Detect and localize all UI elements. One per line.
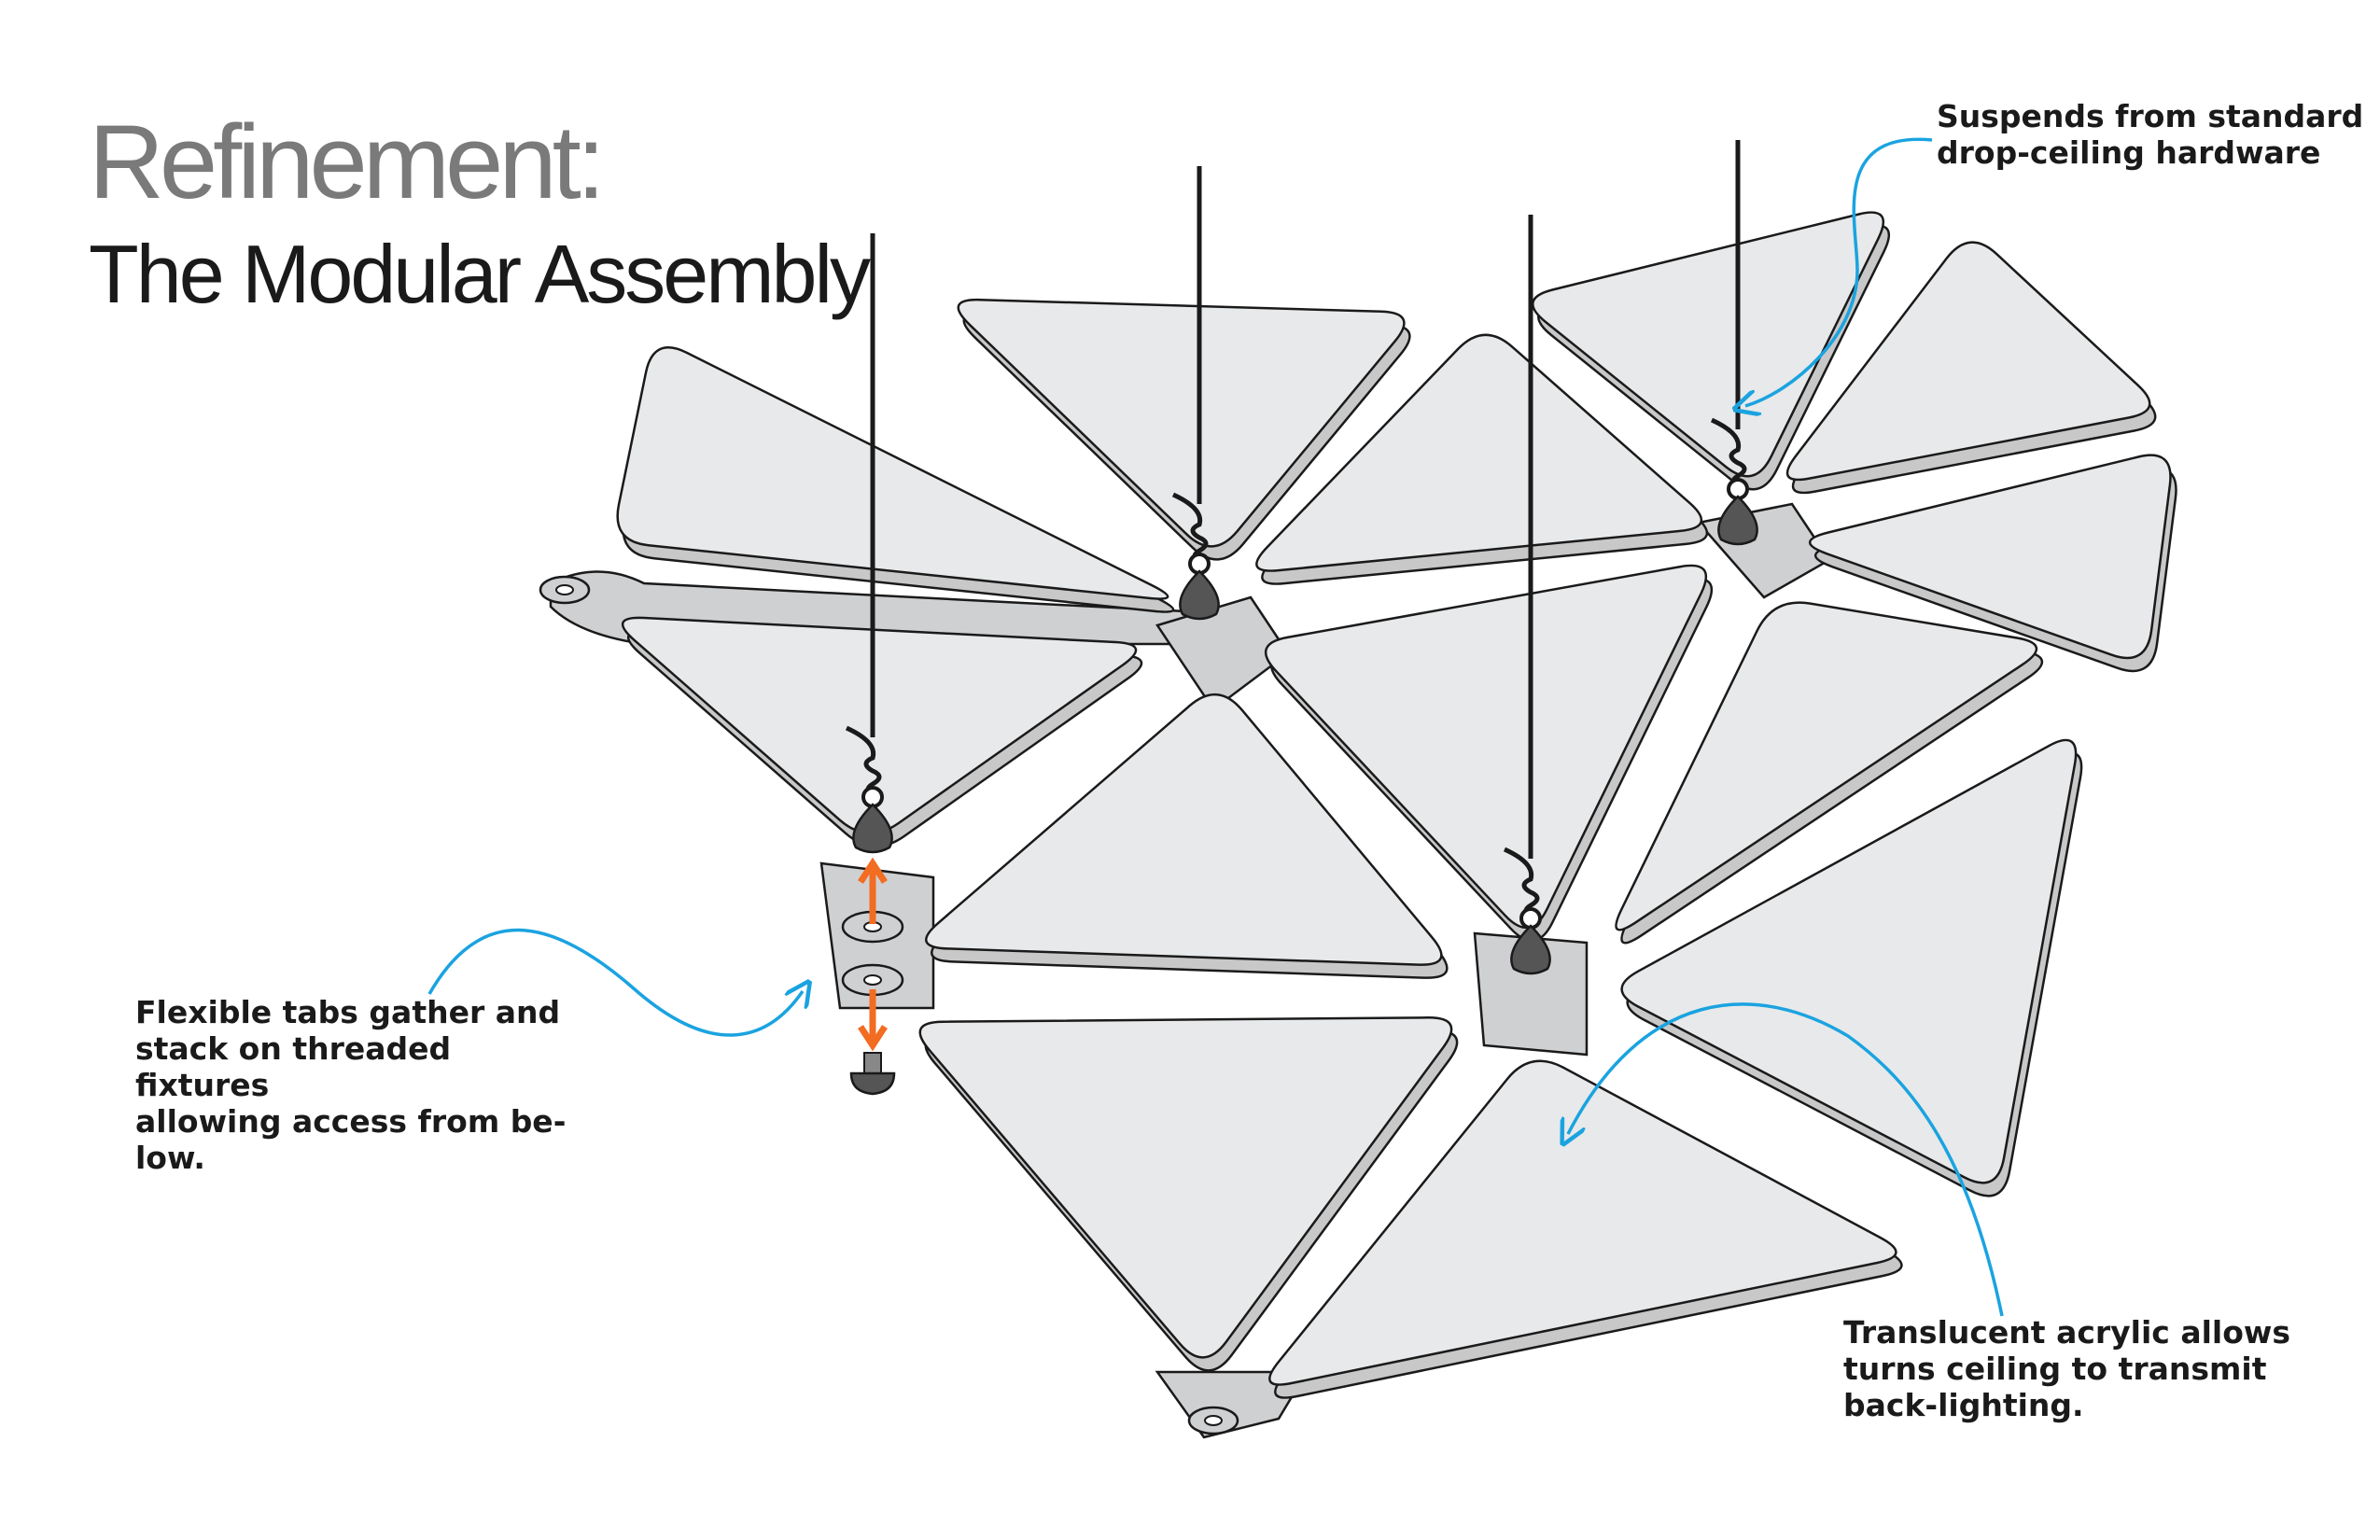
- leader-tabs: [427, 928, 803, 1037]
- panel-11: [925, 693, 1443, 966]
- annotation-ceiling-hardware: Suspends from standard drop-ceiling hard…: [1937, 98, 2364, 171]
- cap-nut-3: [1510, 924, 1551, 975]
- acrylic-panels: [616, 211, 2177, 1399]
- mounting-left-ear-hole: [555, 584, 574, 595]
- panel-10: [1620, 738, 2078, 1184]
- title-refinement: Refinement:: [89, 104, 606, 220]
- panel-7: [1785, 241, 2151, 482]
- annotation-flexible-tabs: Flexible tabs gather and stack on thread…: [135, 994, 567, 1176]
- panel-13: [1268, 1059, 1897, 1386]
- assembly-arrow-down: [858, 989, 888, 1052]
- annotation-translucent-acrylic: Translucent acrylic allows turns ceiling…: [1843, 1314, 2291, 1423]
- panel-12: [918, 1016, 1453, 1359]
- threaded-bolt-head: [849, 1071, 896, 1096]
- stacked-tab-hole-2: [863, 974, 882, 986]
- threaded-bolt-shank: [863, 1052, 882, 1074]
- connector-hub-5: [1473, 931, 1589, 1057]
- title-modular-assembly: The Modular Assembly: [89, 228, 871, 320]
- leader-acrylic: [1568, 1002, 2004, 1317]
- suspension-hardware: [845, 140, 1758, 1096]
- cap-nut-2: [1179, 569, 1220, 621]
- cap-nut-1: [852, 803, 893, 854]
- cap-nut-4: [1717, 495, 1758, 546]
- assembly-arrow-up: [858, 857, 888, 924]
- annotation-leaders: [427, 137, 2004, 1317]
- panel-8: [1808, 454, 2172, 660]
- mounting-bottom-ear-hole: [1204, 1415, 1223, 1426]
- panel-6: [1532, 211, 1885, 478]
- leader-ceiling: [1745, 137, 1933, 406]
- panel-4: [1255, 333, 1702, 572]
- panel-1: [616, 346, 1169, 600]
- connector-hub-3: [1696, 502, 1831, 599]
- panel-9: [1615, 601, 2038, 931]
- panel-3: [957, 298, 1406, 548]
